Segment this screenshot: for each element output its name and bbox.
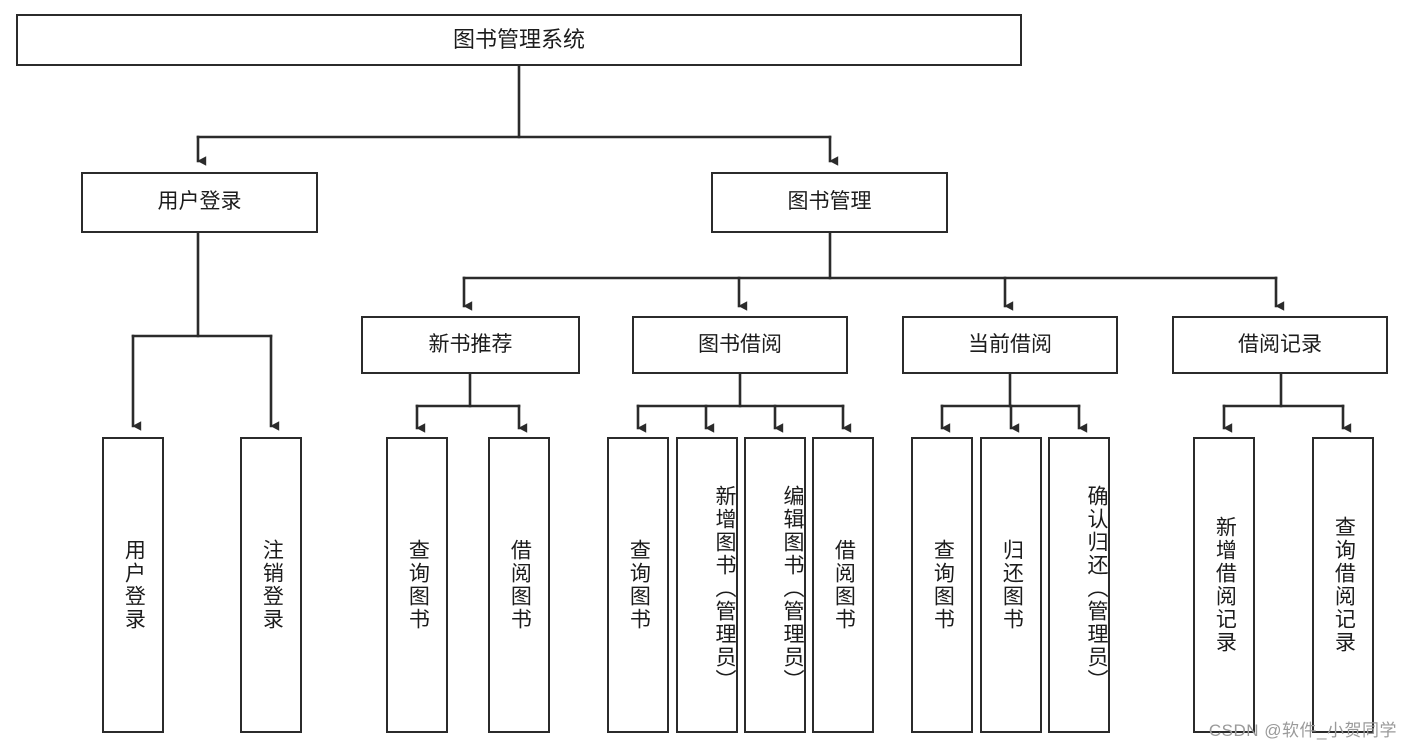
node-book-borrow[interactable]: 图书借阅 — [632, 316, 848, 374]
leaf-user-login-login[interactable]: 用户登录 — [102, 437, 164, 733]
node-borrow-record[interactable]: 借阅记录 — [1172, 316, 1388, 374]
node-book-management[interactable]: 图书管理 — [711, 172, 948, 233]
leaf-borrow-query-book[interactable]: 查询图书 — [607, 437, 669, 733]
leaf-current-query-book[interactable]: 查询图书 — [911, 437, 973, 733]
leaf-recommend-borrow-book[interactable]: 借阅图书 — [488, 437, 550, 733]
node-root-system[interactable]: 图书管理系统 — [16, 14, 1022, 66]
node-current-borrow[interactable]: 当前借阅 — [902, 316, 1118, 374]
node-user-login[interactable]: 用户登录 — [81, 172, 318, 233]
node-new-book-recommend[interactable]: 新书推荐 — [361, 316, 580, 374]
leaf-borrow-add-book-admin[interactable]: 新增图书（管理员） — [676, 437, 738, 733]
csdn-watermark: CSDN @软件_小贺同学 — [1208, 721, 1397, 740]
leaf-borrow-borrow-book[interactable]: 借阅图书 — [812, 437, 874, 733]
leaf-user-login-logout[interactable]: 注销登录 — [240, 437, 302, 733]
leaf-record-add-record[interactable]: 新增借阅记录 — [1193, 437, 1255, 733]
leaf-current-return-book[interactable]: 归还图书 — [980, 437, 1042, 733]
leaf-borrow-edit-book-admin[interactable]: 编辑图书（管理员） — [744, 437, 806, 733]
leaf-recommend-query-book[interactable]: 查询图书 — [386, 437, 448, 733]
leaf-record-query-record[interactable]: 查询借阅记录 — [1312, 437, 1374, 733]
leaf-current-confirm-return-admin[interactable]: 确认归还（管理员） — [1048, 437, 1110, 733]
